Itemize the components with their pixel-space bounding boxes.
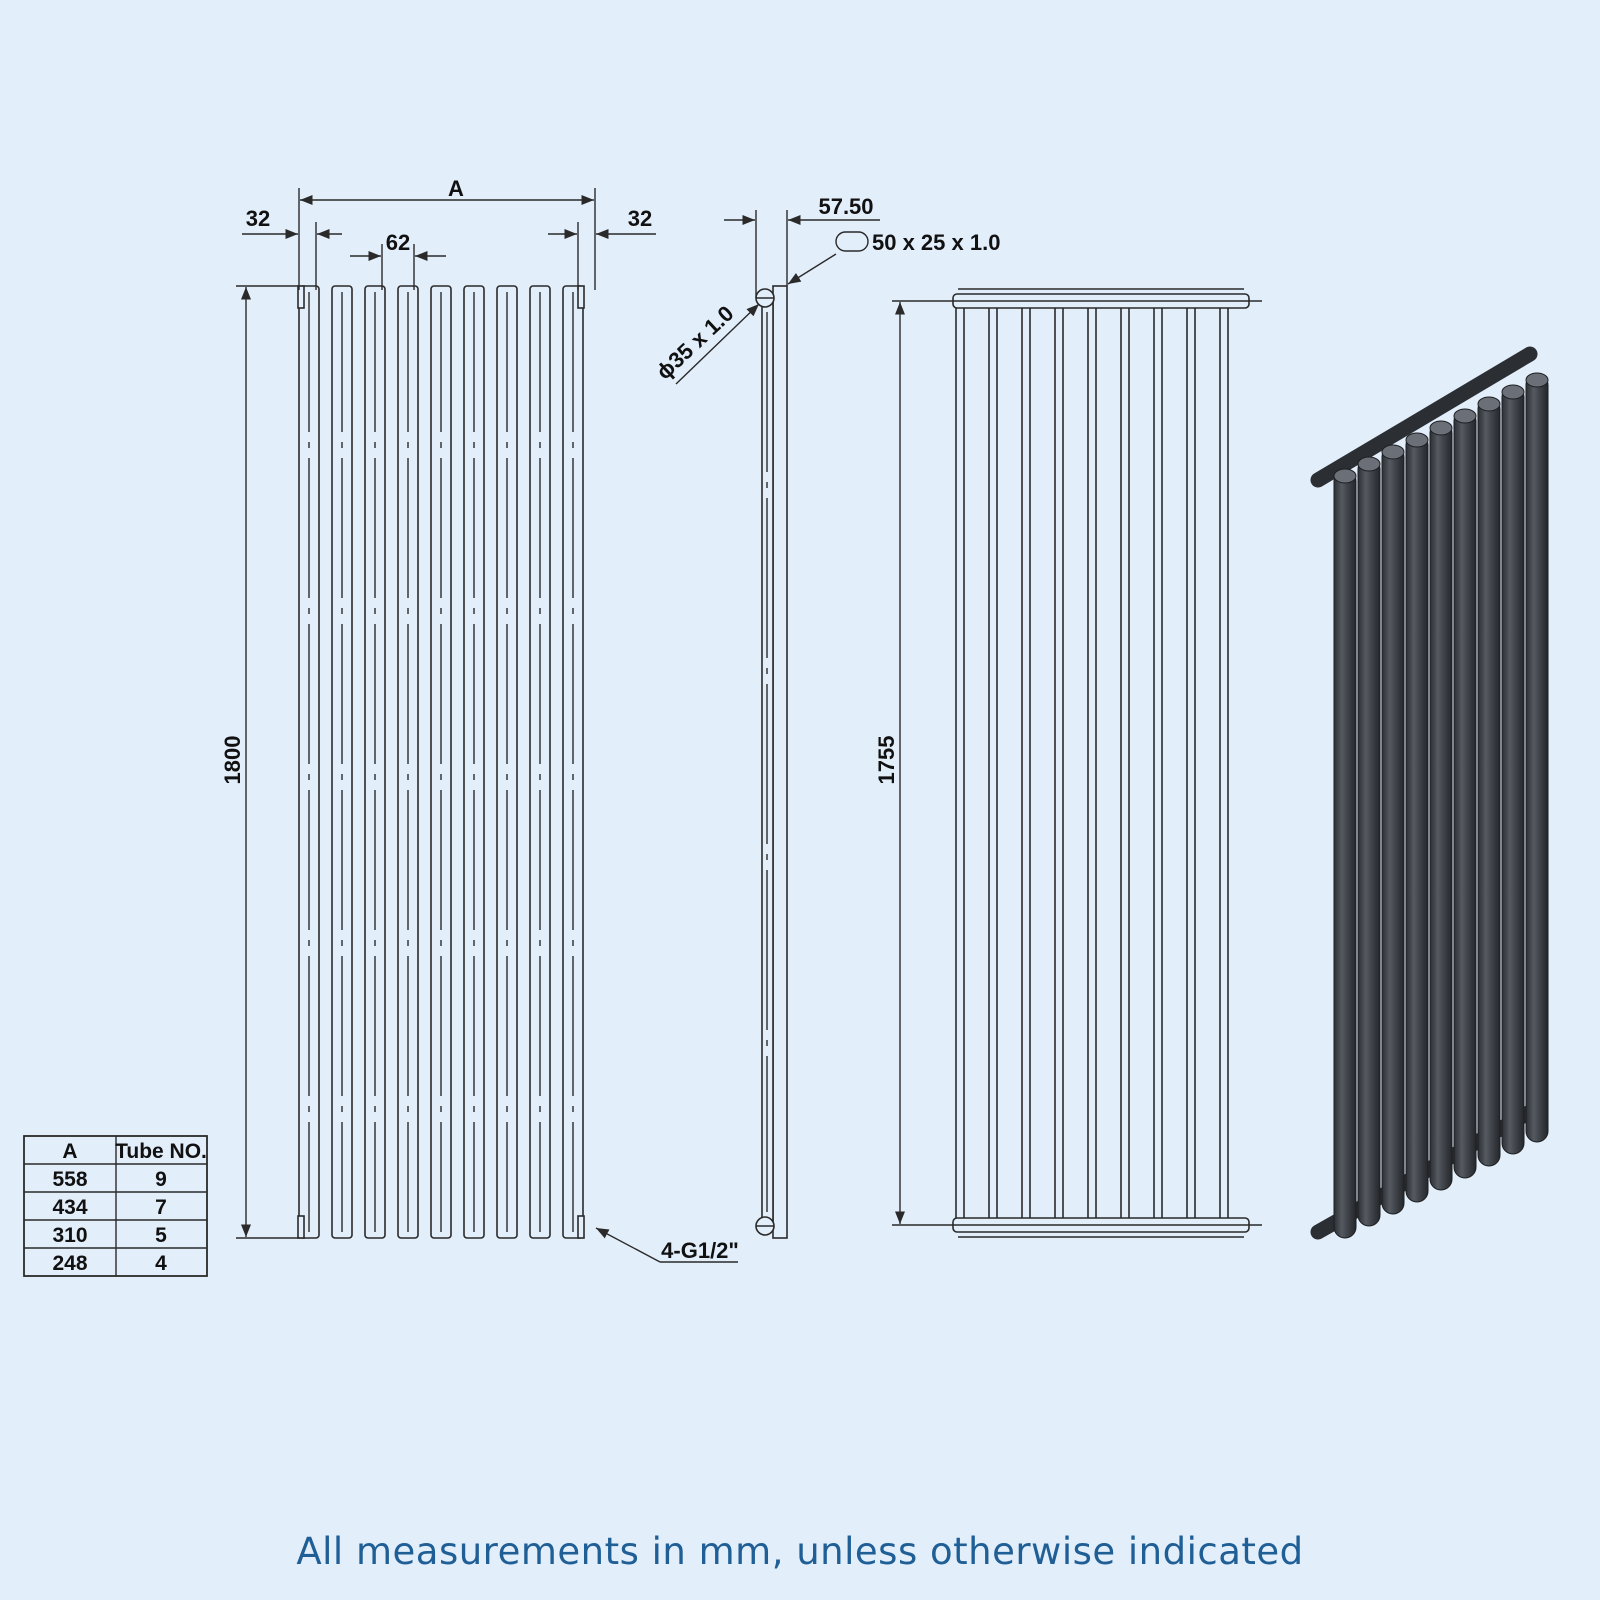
measurement-note: All measurements in mm, unless otherwise… — [296, 1530, 1304, 1573]
back-tube — [1219, 305, 1229, 1221]
back-tube — [1153, 305, 1163, 1221]
render-tube — [1381, 445, 1405, 1215]
back-tube — [955, 305, 965, 1221]
render-header-top — [1310, 346, 1538, 488]
render-tube-cap — [1477, 396, 1501, 412]
header-pipe-leader — [675, 303, 760, 385]
size-table: A Tube NO. 558 9 434 7 310 5 248 4 — [23, 1135, 208, 1277]
render-tube-cap — [1381, 444, 1405, 460]
size-table-cell: 434 — [52, 1196, 87, 1219]
connection-label: 4-G1/2" — [661, 1238, 739, 1263]
render-tube-cap — [1501, 384, 1525, 400]
dim-depth-label: 57.50 — [818, 194, 873, 219]
side-view: 57.50 50 x 25 x 1.0 ϕ35 x 1.0 — [651, 194, 1000, 1239]
render-tube — [1429, 421, 1453, 1191]
back-tube — [1021, 305, 1031, 1221]
render-tube — [1501, 385, 1525, 1155]
front-view: A 32 32 62 1800 4-G1/2" — [220, 176, 739, 1263]
header-pipe-label: ϕ35 x 1.0 — [651, 301, 738, 385]
size-table-cell: 4 — [155, 1252, 167, 1275]
tube-section-leader — [787, 253, 837, 285]
dim-32-left-label: 32 — [246, 206, 270, 231]
size-table-cell: 9 — [155, 1168, 167, 1191]
size-table-cell: 248 — [52, 1252, 87, 1275]
side-tube-profile — [772, 285, 788, 1239]
front-header-stub — [577, 285, 585, 309]
connection-leader — [595, 1227, 661, 1263]
render-tube — [1405, 433, 1429, 1203]
back-tube — [1087, 305, 1097, 1221]
render-tube-cap — [1453, 408, 1477, 424]
dim-1800-label: 1800 — [220, 736, 245, 785]
render-tube — [1453, 409, 1477, 1179]
back-tube — [1186, 305, 1196, 1221]
front-header-stub — [297, 285, 305, 309]
back-tube — [1054, 305, 1064, 1221]
back-tubes — [955, 305, 1229, 1221]
size-table-cell: 7 — [155, 1196, 167, 1219]
render-tube — [1477, 397, 1501, 1167]
render-tube — [1357, 457, 1381, 1227]
back-tube — [1120, 305, 1130, 1221]
render-tube-cap — [1429, 420, 1453, 436]
back-view: 1755 — [874, 288, 1262, 1238]
size-table-header-tubes: Tube NO. — [115, 1140, 207, 1163]
render-tube — [1333, 469, 1357, 1239]
size-table-header-a: A — [62, 1140, 77, 1163]
back-tube — [988, 305, 998, 1221]
dim-62-label: 62 — [386, 230, 410, 255]
size-table-cell: 558 — [52, 1168, 87, 1191]
tube-section-label: 50 x 25 x 1.0 — [872, 230, 1000, 255]
render-tube-cap — [1525, 372, 1549, 388]
radiator-render — [1310, 346, 1549, 1240]
dim-1755-label: 1755 — [874, 736, 899, 785]
front-tubes — [297, 285, 585, 1239]
size-table-cell: 310 — [52, 1224, 87, 1247]
dim-a-label: A — [448, 176, 464, 201]
render-tube-cap — [1357, 456, 1381, 472]
oval-section-icon — [835, 231, 869, 252]
front-header-stub — [577, 1215, 585, 1239]
render-tube-cap — [1333, 468, 1357, 484]
size-table-cell: 5 — [155, 1224, 167, 1247]
front-header-stub — [297, 1215, 305, 1239]
render-tube — [1525, 373, 1549, 1143]
dim-32-right-label: 32 — [628, 206, 652, 231]
render-tube-cap — [1405, 432, 1429, 448]
